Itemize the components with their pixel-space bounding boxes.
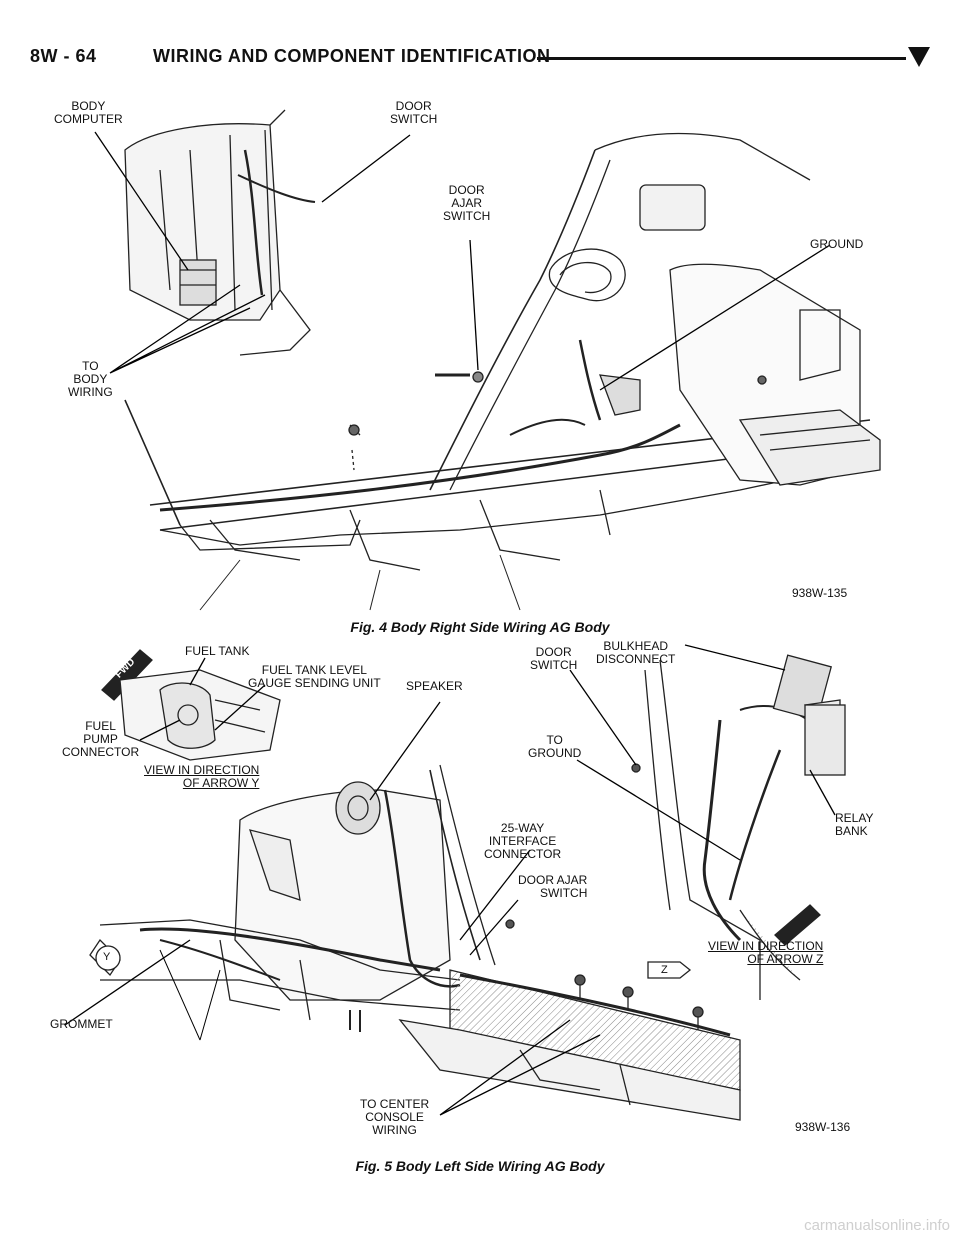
page-header: 8W - 64 WIRING AND COMPONENT IDENTIFICAT… (30, 42, 930, 72)
figure-4-caption: Fig. 4 Body Right Side Wiring AG Body (350, 619, 610, 635)
label-door-switch: DOOR SWITCH (530, 645, 578, 672)
watermark: carmanualsonline.info (804, 1217, 950, 1234)
label-to-center-console: TO CENTER CONSOLE WIRING (360, 1097, 430, 1137)
label-door-ajar-switch: DOOR AJAR SWITCH (518, 873, 588, 900)
header-triangle-icon (908, 47, 930, 67)
z-badge-text: Z (661, 964, 668, 976)
label-fuel-pump-connector: FUEL PUMP CONNECTOR (62, 719, 140, 759)
label-door-ajar-switch: DOOR AJAR SWITCH (443, 183, 491, 223)
figure-5-caption: Fig. 5 Body Left Side Wiring AG Body (355, 1158, 605, 1174)
label-ground: GROUND (810, 237, 864, 251)
label-grommet: GROMMET (50, 1017, 113, 1031)
figure-4-illustration (94, 109, 881, 611)
fwd-arrow-icon (101, 649, 153, 701)
figure-5-diagram: FUEL TANK FUEL TANK LEVEL GAUGE SENDING … (40, 640, 920, 1150)
fwd-arrow-icon-bottom (774, 904, 821, 946)
label-to-body-wiring: TO BODY WIRING (68, 359, 113, 399)
label-speaker: SPEAKER (406, 679, 463, 693)
label-door-switch: DOOR SWITCH (390, 99, 438, 126)
label-fuel-tank-level: FUEL TANK LEVEL GAUGE SENDING UNIT (248, 663, 381, 690)
figure-5-illustration (64, 644, 846, 1121)
y-badge-text: Y (103, 951, 111, 963)
header-rule (537, 57, 906, 60)
figure-5-code: 938W-136 (795, 1120, 851, 1134)
label-25-way-connector: 25-WAY INTERFACE CONNECTOR (484, 821, 562, 861)
figure-4-code: 938W-135 (792, 586, 848, 600)
arrow-y-icon (89, 938, 121, 977)
label-view-arrow-z: VIEW IN DIRECTION OF ARROW Z (708, 939, 824, 966)
label-bulkhead-disconnect: BULKHEAD DISCONNECT (596, 639, 676, 666)
label-view-arrow-y: VIEW IN DIRECTION OF ARROW Y (144, 763, 260, 790)
arrow-z-icon (647, 961, 692, 979)
page-number: 8W - 64 (30, 46, 97, 66)
figure-4-diagram: BODY COMPUTER DOOR SWITCH DOOR AJAR SWIT… (40, 90, 920, 615)
label-body-computer: BODY COMPUTER (54, 99, 123, 126)
section-title: WIRING AND COMPONENT IDENTIFICATION (153, 46, 551, 66)
label-to-ground: TO GROUND (528, 733, 582, 760)
label-relay-bank: RELAY BANK (835, 811, 874, 838)
label-fuel-tank: FUEL TANK (185, 644, 250, 658)
